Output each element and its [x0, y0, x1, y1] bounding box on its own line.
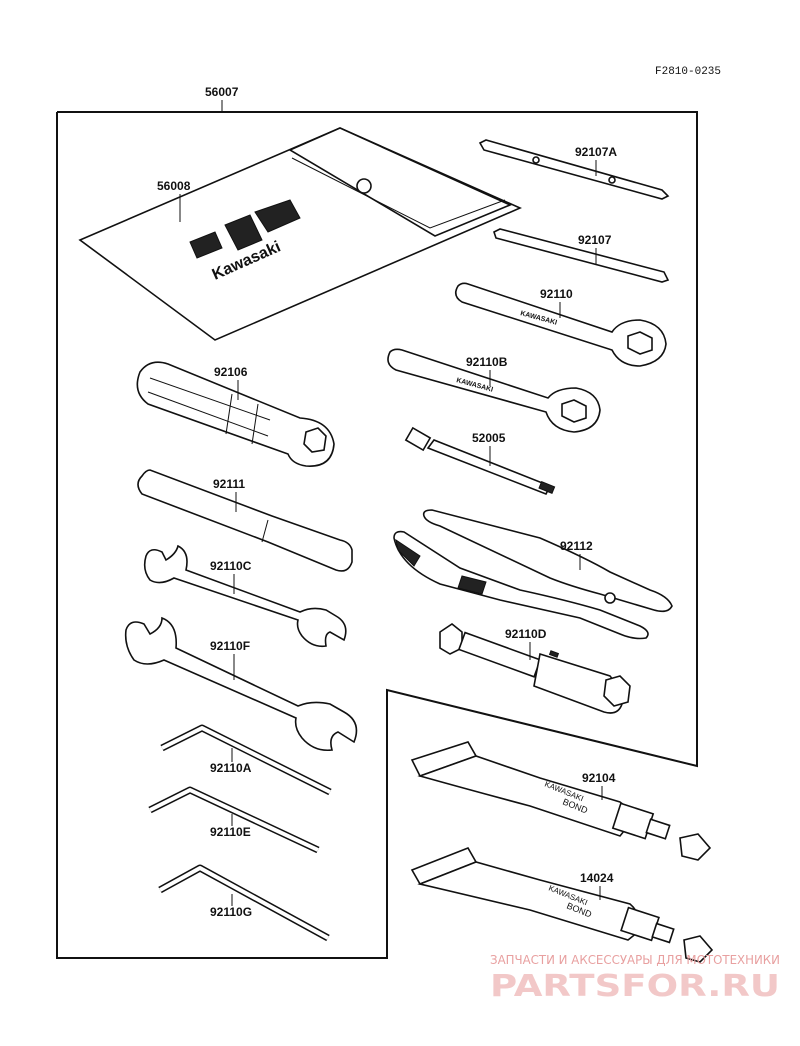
screwdriver-blade-92107a: [478, 139, 670, 200]
watermark: ЗАПЧАСТИ И АКСЕССУАРЫ ДЛЯ МОТОТЕХНИКИ PA…: [490, 953, 780, 1004]
part-label-56007: 56007: [205, 85, 239, 99]
part-label-92110e: 92110E: [210, 825, 251, 839]
box-wrench-92110b: KAWASAKI: [387, 348, 601, 433]
pliers-92112: [393, 509, 673, 640]
tool-pouch: Kawasaki: [78, 127, 522, 341]
part-label-92110d: 92110D: [505, 627, 547, 641]
part-label-92110f: 92110F: [210, 639, 250, 653]
part-label-92104: 92104: [582, 771, 616, 785]
part-label-56008: 56008: [157, 179, 191, 193]
part-label-92110a: 92110A: [210, 761, 252, 775]
hex-key-92110g: [158, 864, 330, 942]
part-label-92107a: 92107A: [575, 145, 617, 159]
part-label-92110b: 92110B: [466, 355, 508, 369]
part-label-92110g: 92110G: [210, 905, 252, 919]
part-label-52005: 52005: [472, 431, 506, 445]
box-wrench-92110: KAWASAKI: [454, 282, 667, 367]
part-labels: 56007 56008 92107A 92107 92110 92110B 92…: [157, 85, 617, 919]
hex-key-92110a: [160, 724, 332, 796]
bond-tube-92104: KAWASAKI BOND: [410, 741, 712, 861]
part-label-92110: 92110: [540, 287, 573, 301]
part-label-92107: 92107: [578, 233, 612, 247]
extension-bar-92111: [137, 469, 353, 572]
watermark-site: PARTSFOR.RU: [490, 969, 780, 1004]
open-end-wrench-92110f: [124, 616, 358, 752]
screwdriver-handle-92106: [136, 361, 335, 467]
reference-code: F2810-0235: [655, 66, 721, 78]
watermark-tagline: ЗАПЧАСТИ И АКСЕССУАРЫ ДЛЯ МОТОТЕХНИКИ: [490, 953, 780, 967]
part-label-92110c: 92110C: [210, 559, 252, 573]
leader-lines: [179, 160, 603, 906]
screwdriver-blade-92107: [493, 228, 670, 283]
kit-outline: [56, 100, 698, 959]
bond-tube-14024: KAWASAKI BOND: [410, 847, 714, 963]
spark-plug-wrench-92110d: [439, 623, 631, 714]
part-label-92112: 92112: [560, 539, 593, 553]
part-label-14024: 14024: [580, 871, 614, 885]
extension-bar-52005: [404, 426, 556, 496]
part-label-92106: 92106: [214, 365, 248, 379]
hex-key-92110e: [148, 786, 320, 854]
part-label-92111: 92111: [213, 477, 245, 491]
open-end-wrench-92110c: [143, 544, 347, 648]
